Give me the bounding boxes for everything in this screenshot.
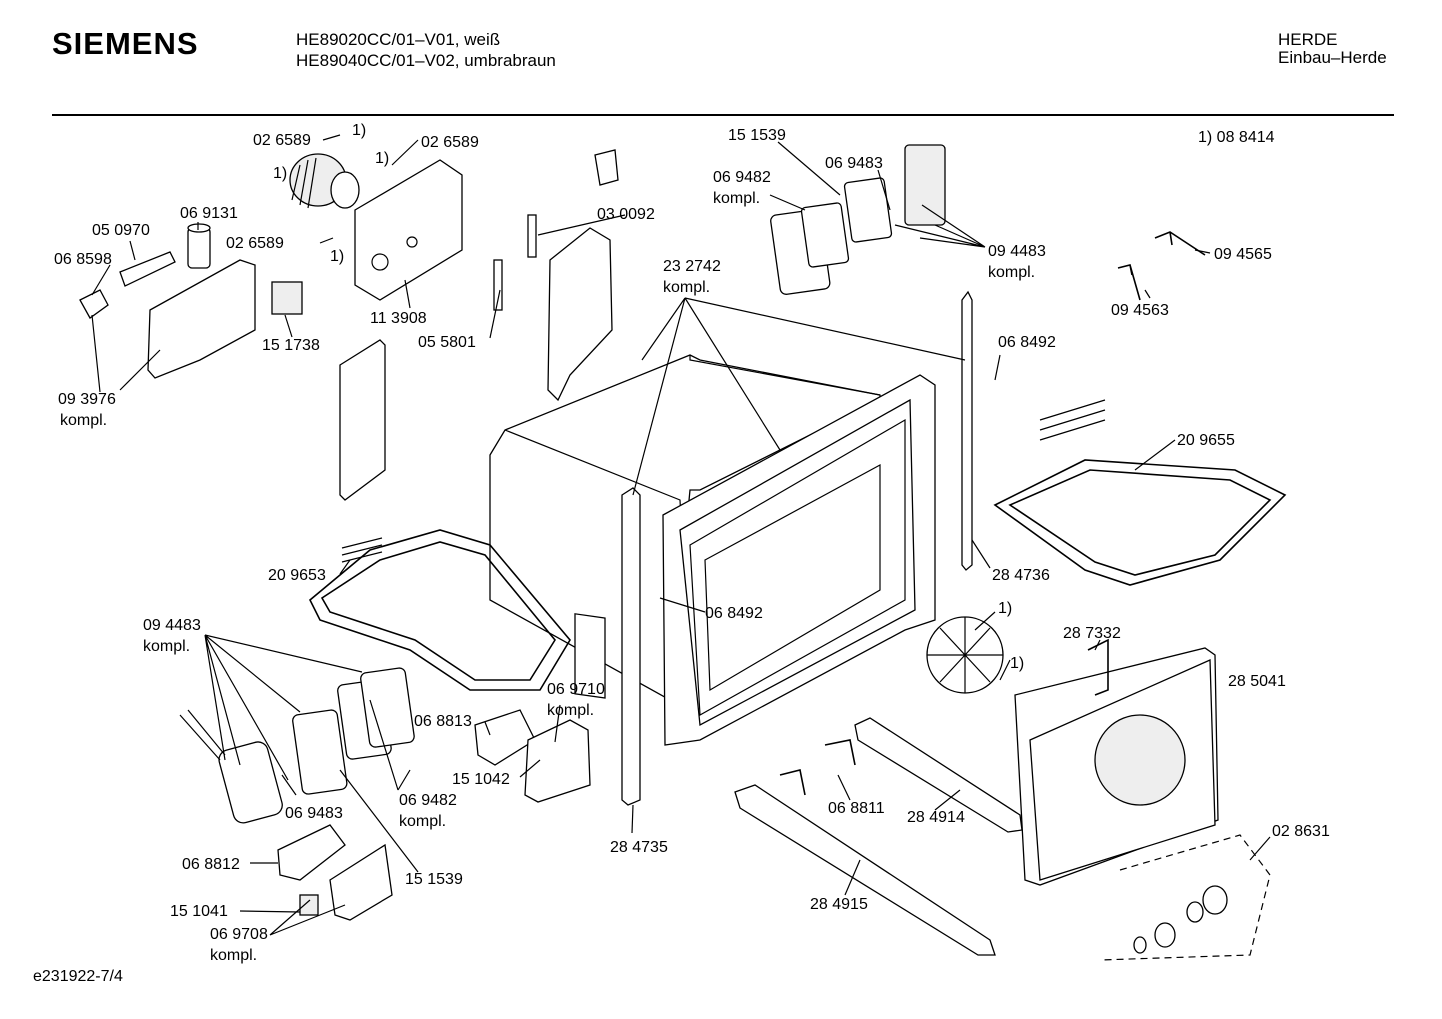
microswitch-151041 <box>299 894 319 916</box>
label-050970: 05 0970 <box>92 222 150 239</box>
label-284915: 28 4915 <box>810 896 868 913</box>
heat-shield-center <box>547 227 613 402</box>
label-069483-a: 06 9483 <box>825 155 883 172</box>
label-footnote-1: 1) <box>352 122 366 139</box>
callout-labels: 02 6589 1) 1) 02 6589 1) 02 6589 1) 05 0… <box>54 122 1330 964</box>
switch-068812 <box>277 824 346 881</box>
switch-068813 <box>474 709 536 766</box>
label-285041: 28 5041 <box>1228 673 1286 690</box>
label-footnote-1: 1) <box>273 165 287 182</box>
grill-heater <box>993 399 1287 586</box>
label-094483-a-kompl: kompl. <box>988 264 1035 281</box>
sensor-094565 <box>1154 231 1206 256</box>
mounting-bracket <box>147 259 256 379</box>
terminal-block <box>119 251 176 287</box>
label-151539-a: 15 1539 <box>728 127 786 144</box>
label-069482-b: 06 9482 <box>399 792 457 809</box>
detail-circle <box>1099 834 1271 961</box>
label-094483-b-kompl: kompl. <box>143 638 190 655</box>
sensor-094563 <box>1117 264 1141 301</box>
model-line-1: HE89020CC/01–V01, weiß <box>296 30 501 49</box>
label-209655: 20 9655 <box>1177 432 1235 449</box>
front-frame <box>662 374 936 746</box>
label-287332: 28 7332 <box>1063 625 1121 642</box>
category-title: HERDE <box>1278 30 1338 49</box>
label-footnote-1: 1) <box>998 600 1012 617</box>
label-209653: 20 9653 <box>268 567 326 584</box>
label-068492-a: 06 8492 <box>998 334 1056 351</box>
spacer-055801 <box>493 259 503 311</box>
capacitor <box>187 223 211 269</box>
label-094483-a: 09 4483 <box>988 243 1046 260</box>
label-069482-b-kompl: kompl. <box>399 813 446 830</box>
transformer <box>271 281 303 315</box>
label-030092: 03 0092 <box>597 206 655 223</box>
label-094563: 09 4563 <box>1111 302 1169 319</box>
label-151041: 15 1041 <box>170 903 228 920</box>
bottom-heater <box>309 529 571 691</box>
label-069482-a-kompl: kompl. <box>713 190 760 207</box>
label-113908: 11 3908 <box>370 310 427 327</box>
leader-lines <box>91 134 1271 936</box>
clip-068811 <box>779 739 856 796</box>
label-068813: 06 8813 <box>414 713 472 730</box>
label-069482-a: 06 9482 <box>713 169 771 186</box>
convection-fan <box>926 616 1004 694</box>
label-069708-kompl: kompl. <box>210 947 257 964</box>
label-232742: 23 2742 <box>663 258 721 275</box>
label-068811: 06 8811 <box>828 800 885 817</box>
subcategory-title: Einbau–Herde <box>1278 48 1387 67</box>
label-284735: 28 4735 <box>610 839 668 856</box>
control-plate <box>354 159 463 301</box>
lamp-assembly-top <box>770 144 946 295</box>
label-068812: 06 8812 <box>182 856 240 873</box>
label-069483-b: 06 9483 <box>285 805 343 822</box>
document-code: e231922-7/4 <box>33 968 123 985</box>
spacer-030092 <box>527 214 537 258</box>
label-284914: 28 4914 <box>907 809 965 826</box>
switch-holder-069710 <box>524 719 591 803</box>
label-footnote-1: 1) <box>375 150 389 167</box>
label-151042: 15 1042 <box>452 771 510 788</box>
label-151539-b: 15 1539 <box>405 871 463 888</box>
label-232742-kompl: kompl. <box>663 279 710 296</box>
motor-fan <box>289 153 360 209</box>
rail-284915 <box>734 784 996 956</box>
switch-holder-069708 <box>329 843 393 921</box>
model-line-2: HE89040CC/01–V02, umbrabraun <box>296 51 556 70</box>
heat-shield-left <box>339 339 386 501</box>
lamp-assembly-bottom <box>179 667 415 824</box>
label-026589-a: 02 6589 <box>253 132 311 149</box>
label-094483-b: 09 4483 <box>143 617 201 634</box>
knob-028631 <box>1133 885 1228 954</box>
label-026589-c: 02 6589 <box>226 235 284 252</box>
label-069710-kompl: kompl. <box>547 702 594 719</box>
label-068598: 06 8598 <box>54 251 112 268</box>
header-rule <box>52 114 1394 116</box>
label-151738: 15 1738 <box>262 337 320 354</box>
footnote-text: 1) 08 8414 <box>1198 129 1275 146</box>
label-footnote-1: 1) <box>1010 655 1024 672</box>
label-069708: 06 9708 <box>210 926 268 943</box>
label-093976-kompl: kompl. <box>60 412 107 429</box>
side-rail-right <box>961 290 973 571</box>
label-094565: 09 4565 <box>1214 246 1272 263</box>
label-284736: 28 4736 <box>992 567 1050 584</box>
rail-284914 <box>854 717 1023 833</box>
label-026589-b: 02 6589 <box>421 134 479 151</box>
label-068492-b: 06 8492 <box>705 605 763 622</box>
label-069710: 06 9710 <box>547 681 605 698</box>
label-069131: 06 9131 <box>180 205 238 222</box>
small-clip-068598 <box>79 289 109 319</box>
label-028631: 02 8631 <box>1272 823 1330 840</box>
fan-cover-285041 <box>1014 647 1219 886</box>
label-055801: 05 5801 <box>418 334 476 351</box>
clip-top <box>594 149 619 186</box>
label-footnote-1: 1) <box>330 248 344 265</box>
side-rail-left <box>621 487 641 806</box>
label-093976: 09 3976 <box>58 391 116 408</box>
brand-logo: SIEMENS <box>52 26 199 61</box>
